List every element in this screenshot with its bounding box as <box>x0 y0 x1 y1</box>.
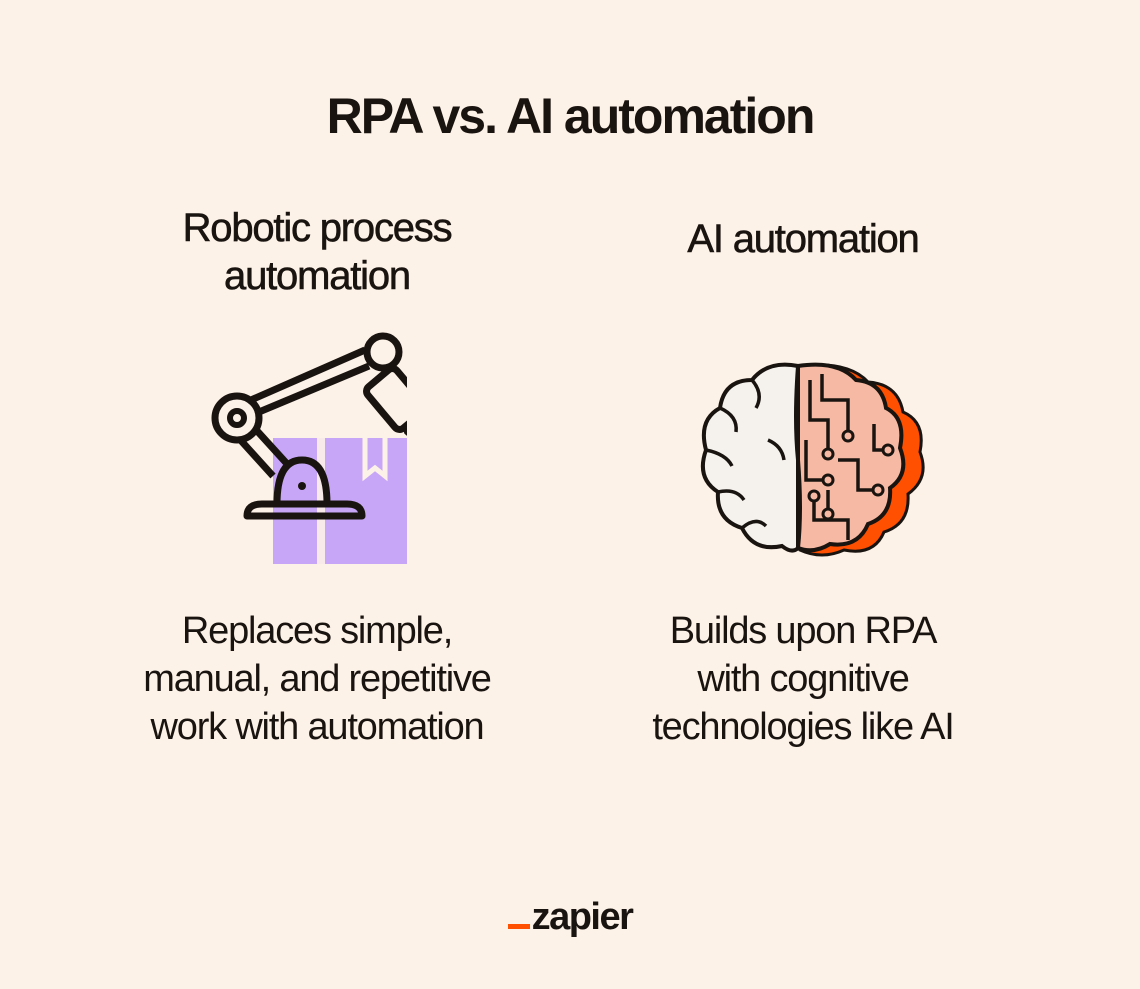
robotic-arm-icon <box>207 330 437 570</box>
logo-dash <box>507 924 530 929</box>
rpa-heading-line: Robotic process <box>182 206 453 251</box>
rpa-heading: Robotic process automation <box>87 204 547 300</box>
zapier-logo: zapier <box>0 894 1140 940</box>
rpa-heading-line: automation <box>224 254 412 299</box>
brain-circuit-icon <box>698 360 928 560</box>
ai-heading: AI automation <box>573 215 1033 263</box>
rpa-description-line: Replaces simple, <box>181 610 453 652</box>
page-title: RPA vs. AI automation <box>326 88 816 144</box>
zapier-logo-text: zapier <box>531 896 634 938</box>
ai-description: Builds upon RPA with cognitive technolog… <box>573 607 1033 751</box>
rpa-description: Replaces simple, manual, and repetitive … <box>87 607 547 751</box>
ai-description-line: with cognitive <box>697 658 910 700</box>
ai-heading-line: AI automation <box>687 217 920 262</box>
rpa-description-line: manual, and repetitive <box>143 658 492 700</box>
ai-description-line: Builds upon RPA <box>669 610 938 652</box>
rpa-description-line: work with automation <box>150 706 485 748</box>
ai-description-line: technologies like AI <box>652 706 955 748</box>
